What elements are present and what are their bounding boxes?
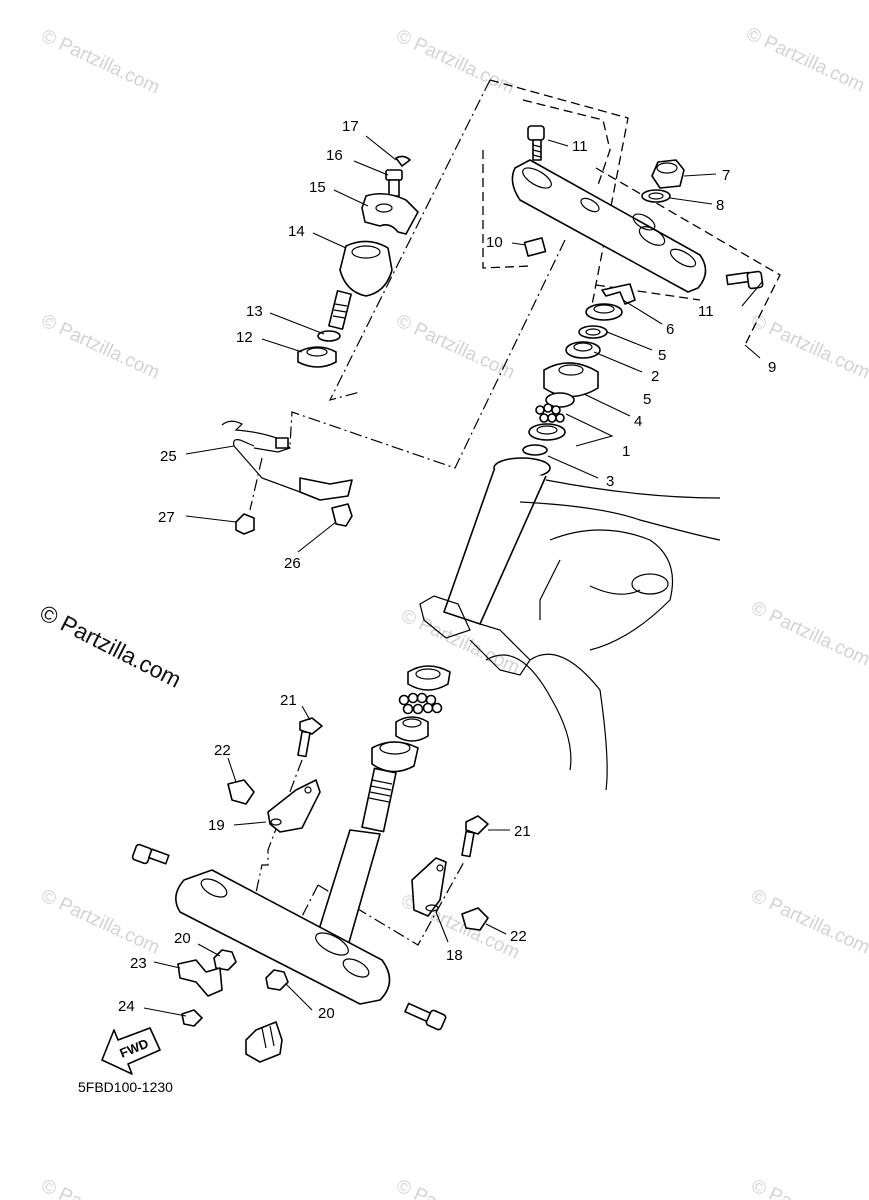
- bracket-23: [177, 959, 223, 997]
- callout-25: 25: [160, 448, 177, 465]
- bolt-11-lower: [725, 270, 764, 290]
- callout-1: 1: [622, 443, 630, 460]
- watermark-6: © Partzilla.com: [748, 310, 869, 383]
- damper-12: [297, 346, 337, 368]
- callout-3: 3: [606, 473, 614, 490]
- callout-6: 6: [666, 321, 674, 338]
- clip-22-right: [461, 907, 489, 931]
- callout-17: 17: [342, 118, 359, 135]
- callout-7: 7: [722, 167, 730, 184]
- upper-bracket: [511, 159, 707, 293]
- callout-22-right: 22: [510, 928, 527, 945]
- bracket-19: [267, 779, 321, 833]
- steering-stack: [522, 283, 636, 456]
- leader-lines: [143, 135, 763, 1017]
- callout-5-lower: 5: [643, 391, 651, 408]
- callout-13: 13: [246, 303, 263, 320]
- watermark-main: © Partzilla.com: [36, 599, 186, 693]
- callout-5-upper: 5: [658, 347, 666, 364]
- washer-8-hole: [648, 192, 664, 200]
- pinch-bolt-right: [404, 1002, 447, 1031]
- callout-20-right: 20: [318, 1005, 335, 1022]
- watermark-2: © Partzilla.com: [393, 25, 518, 98]
- pinch-bolt-left: [131, 843, 170, 865]
- watermark-11: © Partzilla.com: [748, 885, 869, 958]
- bolt-21-right: [461, 815, 489, 858]
- diagram-code: 5FBD100-1230: [78, 1079, 173, 1095]
- callout-9: 9: [768, 359, 776, 376]
- bolt-11-upper: [527, 125, 545, 161]
- callout-21-left: 21: [280, 692, 297, 709]
- bolt-21-left: [297, 717, 323, 758]
- callout-14: 14: [288, 223, 305, 240]
- lower-bracket: [175, 869, 391, 1005]
- nut-20-left: [213, 949, 237, 971]
- fwd-arrow-icon: FWD: [101, 1027, 161, 1075]
- lower-holder-14: [328, 240, 393, 330]
- callout-numbers: 17 16 15 14 13 12 11 10 7 8 11 6 5 9 2 5…: [118, 118, 776, 1022]
- watermark-12: © Partzilla.com: [38, 1175, 163, 1200]
- callout-8: 8: [716, 197, 724, 214]
- clip-26: [331, 503, 353, 527]
- callout-15: 15: [309, 179, 326, 196]
- callout-20-left: 20: [174, 930, 191, 947]
- watermark-1: © Partzilla.com: [38, 25, 163, 98]
- callout-12: 12: [236, 329, 253, 346]
- callout-19: 19: [208, 817, 225, 834]
- frame: [419, 457, 721, 791]
- lower-bearing-stack: [371, 665, 451, 773]
- callout-22-left: 22: [214, 742, 231, 759]
- watermark-4: © Partzilla.com: [38, 310, 163, 383]
- callout-21-right: 21: [514, 823, 531, 840]
- washer-8: [641, 189, 671, 203]
- ball-bearings-lower: [398, 692, 443, 715]
- cable-guide-25: [221, 420, 353, 501]
- callout-4: 4: [634, 413, 642, 430]
- stem-bottom-nut: [245, 1021, 283, 1063]
- callout-27: 27: [158, 509, 175, 526]
- callout-24: 24: [118, 998, 135, 1015]
- callout-10: 10: [486, 234, 503, 251]
- callout-18: 18: [446, 947, 463, 964]
- nut-27: [235, 513, 255, 535]
- bolt-24: [181, 1009, 203, 1027]
- callout-26: 26: [284, 555, 301, 572]
- bolt-16: [385, 169, 403, 197]
- nut-20-right: [265, 969, 289, 991]
- cap-nut-7: [651, 159, 685, 189]
- watermark-8: © Partzilla.com: [748, 597, 869, 670]
- callout-2: 2: [651, 368, 659, 385]
- watermark-13: © Partzilla.com: [393, 1175, 518, 1200]
- screw-17: [395, 155, 411, 167]
- steering-stem: [311, 767, 397, 961]
- upper-holder-15: [361, 192, 419, 235]
- callout-23: 23: [130, 955, 147, 972]
- watermark-3: © Partzilla.com: [743, 23, 868, 96]
- clip-22-left: [227, 779, 255, 805]
- bracket-18: [411, 857, 447, 917]
- callout-16: 16: [326, 147, 343, 164]
- watermark-5: © Partzilla.com: [393, 310, 518, 383]
- watermark-14: © Partzilla.com: [748, 1175, 869, 1200]
- watermark-9: © Partzilla.com: [38, 885, 163, 958]
- callout-11-lower: 11: [698, 303, 714, 320]
- callout-11-upper: 11: [572, 138, 588, 155]
- ball-bearings-upper: [535, 403, 565, 423]
